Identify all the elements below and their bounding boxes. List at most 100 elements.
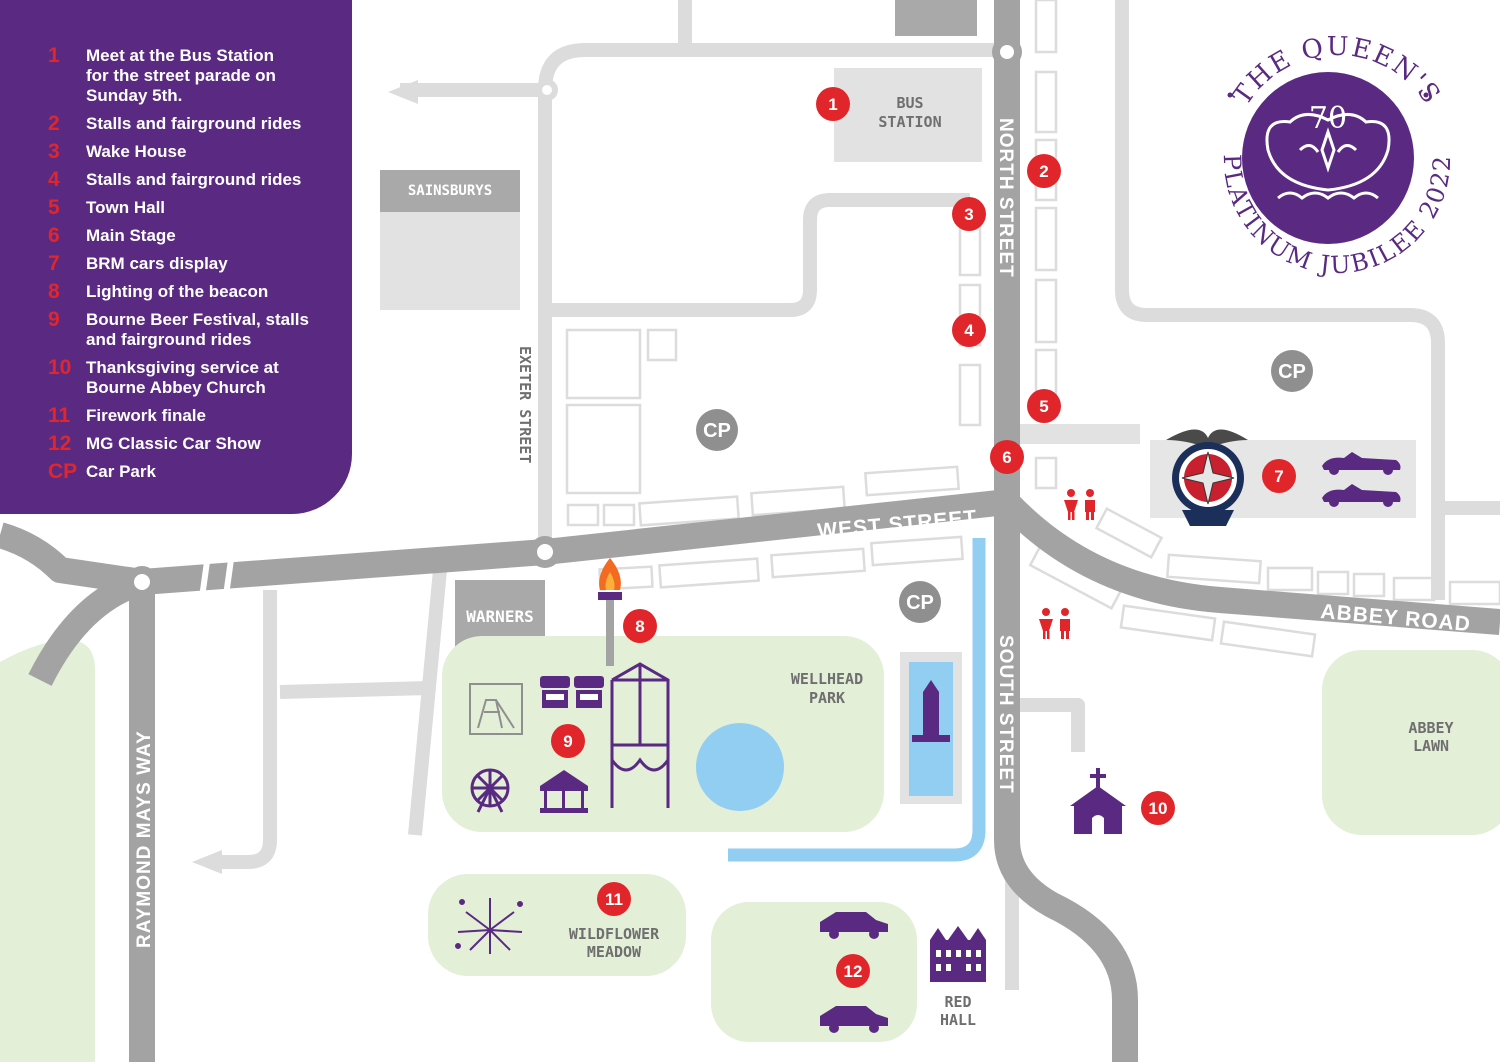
bus-station-label-2: STATION [878, 113, 941, 131]
rail-bridge [197, 537, 237, 613]
south-street-label: SOUTH STREET [995, 635, 1016, 794]
stream [728, 538, 986, 862]
legend-number: 2 [48, 112, 60, 135]
marker-3[interactable]: 3 [952, 197, 986, 231]
car-park-label: CP [703, 420, 731, 442]
legend-item: 6 Main Stage [48, 224, 352, 247]
marker-label: 3 [964, 205, 973, 224]
legend-text: Thanksgiving service at Bourne Abbey Chu… [86, 358, 279, 397]
seal-number: 70 [1309, 101, 1347, 136]
abbey-lawn-label-2: LAWN [1413, 737, 1449, 755]
jubilee-seal: THE QUEEN'S PLATINUM JUBILEE 2022 70 [1218, 32, 1454, 280]
legend-number: 5 [48, 196, 60, 219]
marker-2[interactable]: 2 [1027, 154, 1061, 188]
marker-label: 7 [1274, 467, 1283, 486]
car-park-label: CP [906, 592, 934, 614]
toilets-icon [1064, 489, 1095, 520]
marker-8[interactable]: 8 [623, 609, 657, 643]
raymond-mays-way-label: RAYMOND MAYS WAY [134, 730, 155, 948]
legend-number: 4 [48, 168, 60, 191]
legend-text: Car Park [86, 462, 156, 481]
marker-4[interactable]: 4 [952, 313, 986, 347]
marker-label: 11 [605, 890, 623, 909]
marker-10[interactable]: 10 [1141, 791, 1175, 825]
legend-number: 9 [48, 308, 60, 331]
brm-badge-icon [1166, 429, 1248, 526]
marker-5[interactable]: 5 [1027, 389, 1061, 423]
racing-car-icon [1322, 452, 1401, 507]
legend-text: Main Stage [86, 226, 176, 245]
marker-6[interactable]: 6 [990, 440, 1024, 474]
legend-text: Wake House [86, 142, 187, 161]
legend-item: 12 MG Classic Car Show [48, 432, 352, 455]
roundabouts [126, 37, 1022, 598]
wellhead-pond [696, 723, 784, 811]
red-hall-label-2: HALL [940, 1011, 976, 1029]
marker-label: 5 [1039, 397, 1048, 416]
legend-number: 7 [48, 252, 60, 275]
legend-number: 6 [48, 224, 60, 247]
car-park-marker[interactable]: CP [899, 581, 941, 623]
legend-text: Stalls and fairground rides [86, 114, 302, 133]
building-top [895, 0, 977, 36]
marker-1[interactable]: 1 [816, 87, 850, 121]
wildflower-meadow-label: WILDFLOWER [569, 925, 660, 943]
marker-label: 12 [844, 962, 863, 981]
legend-text: Stalls and fairground rides [86, 170, 302, 189]
red-hall-icon [930, 926, 986, 982]
marker-12[interactable]: 12 [836, 954, 870, 988]
marker-label: 9 [563, 732, 572, 751]
arrow-southwest-icon [192, 850, 222, 874]
legend-number: 3 [48, 140, 60, 163]
fireworks-icon [455, 898, 523, 954]
north-street-label: NORTH STREET [995, 118, 1016, 278]
marker-label: 4 [964, 321, 974, 340]
bus-station-label: BUS [896, 94, 923, 112]
legend-number: 1 [48, 44, 60, 67]
legend-text: Town Hall [86, 198, 166, 217]
marker-11[interactable]: 11 [597, 882, 631, 916]
warners-label: WARNERS [466, 607, 533, 626]
town-hall-annex [1020, 424, 1140, 444]
legend-number: 12 [48, 432, 72, 455]
legend-item: 11 Firework finale [48, 404, 352, 427]
car-park-label: CP [1278, 361, 1306, 383]
marker-9[interactable]: 9 [551, 724, 585, 758]
legend-number: 8 [48, 280, 60, 303]
car-park-marker[interactable]: CP [696, 409, 738, 451]
sainsburys-label: SAINSBURYS [408, 183, 492, 199]
exeter-street-label: EXETER STREET [516, 346, 534, 463]
bus-station-building [834, 68, 982, 162]
marker-label: 1 [828, 95, 837, 114]
legend-text: Firework finale [86, 406, 206, 425]
monument-icon [912, 680, 950, 742]
beacon-icon [598, 558, 622, 666]
marker-label: 2 [1039, 162, 1048, 181]
marker-label: 8 [635, 617, 644, 636]
legend-text: MG Classic Car Show [86, 434, 261, 453]
marquee-tent-icon [610, 662, 670, 808]
legend-number: 11 [48, 404, 71, 427]
marker-label: 10 [1149, 799, 1168, 818]
classic-car-icon [820, 912, 888, 1033]
playground-icon [469, 683, 523, 735]
legend-item: 5 Town Hall [48, 196, 352, 219]
legend-text: Lighting of the beacon [86, 282, 269, 301]
legend-item: 3 Wake House [48, 140, 352, 163]
marker-label: 6 [1002, 448, 1011, 467]
car-park-marker[interactable]: CP [1271, 350, 1313, 392]
red-hall-label: RED [944, 993, 971, 1011]
carousel-icon [540, 770, 588, 813]
wellhead-park-label: WELLHEAD [791, 670, 863, 688]
legend-text: Bourne Beer Festival, stalls and fairgro… [86, 310, 309, 349]
church-icon [1070, 768, 1126, 834]
marker-7[interactable]: 7 [1262, 459, 1296, 493]
legend-item: 9 Bourne Beer Festival, stalls and fairgr… [48, 308, 352, 350]
crown-icon [1265, 113, 1391, 200]
legend-item: 8 Lighting of the beacon [48, 280, 352, 303]
legend-number: CP [48, 460, 78, 483]
